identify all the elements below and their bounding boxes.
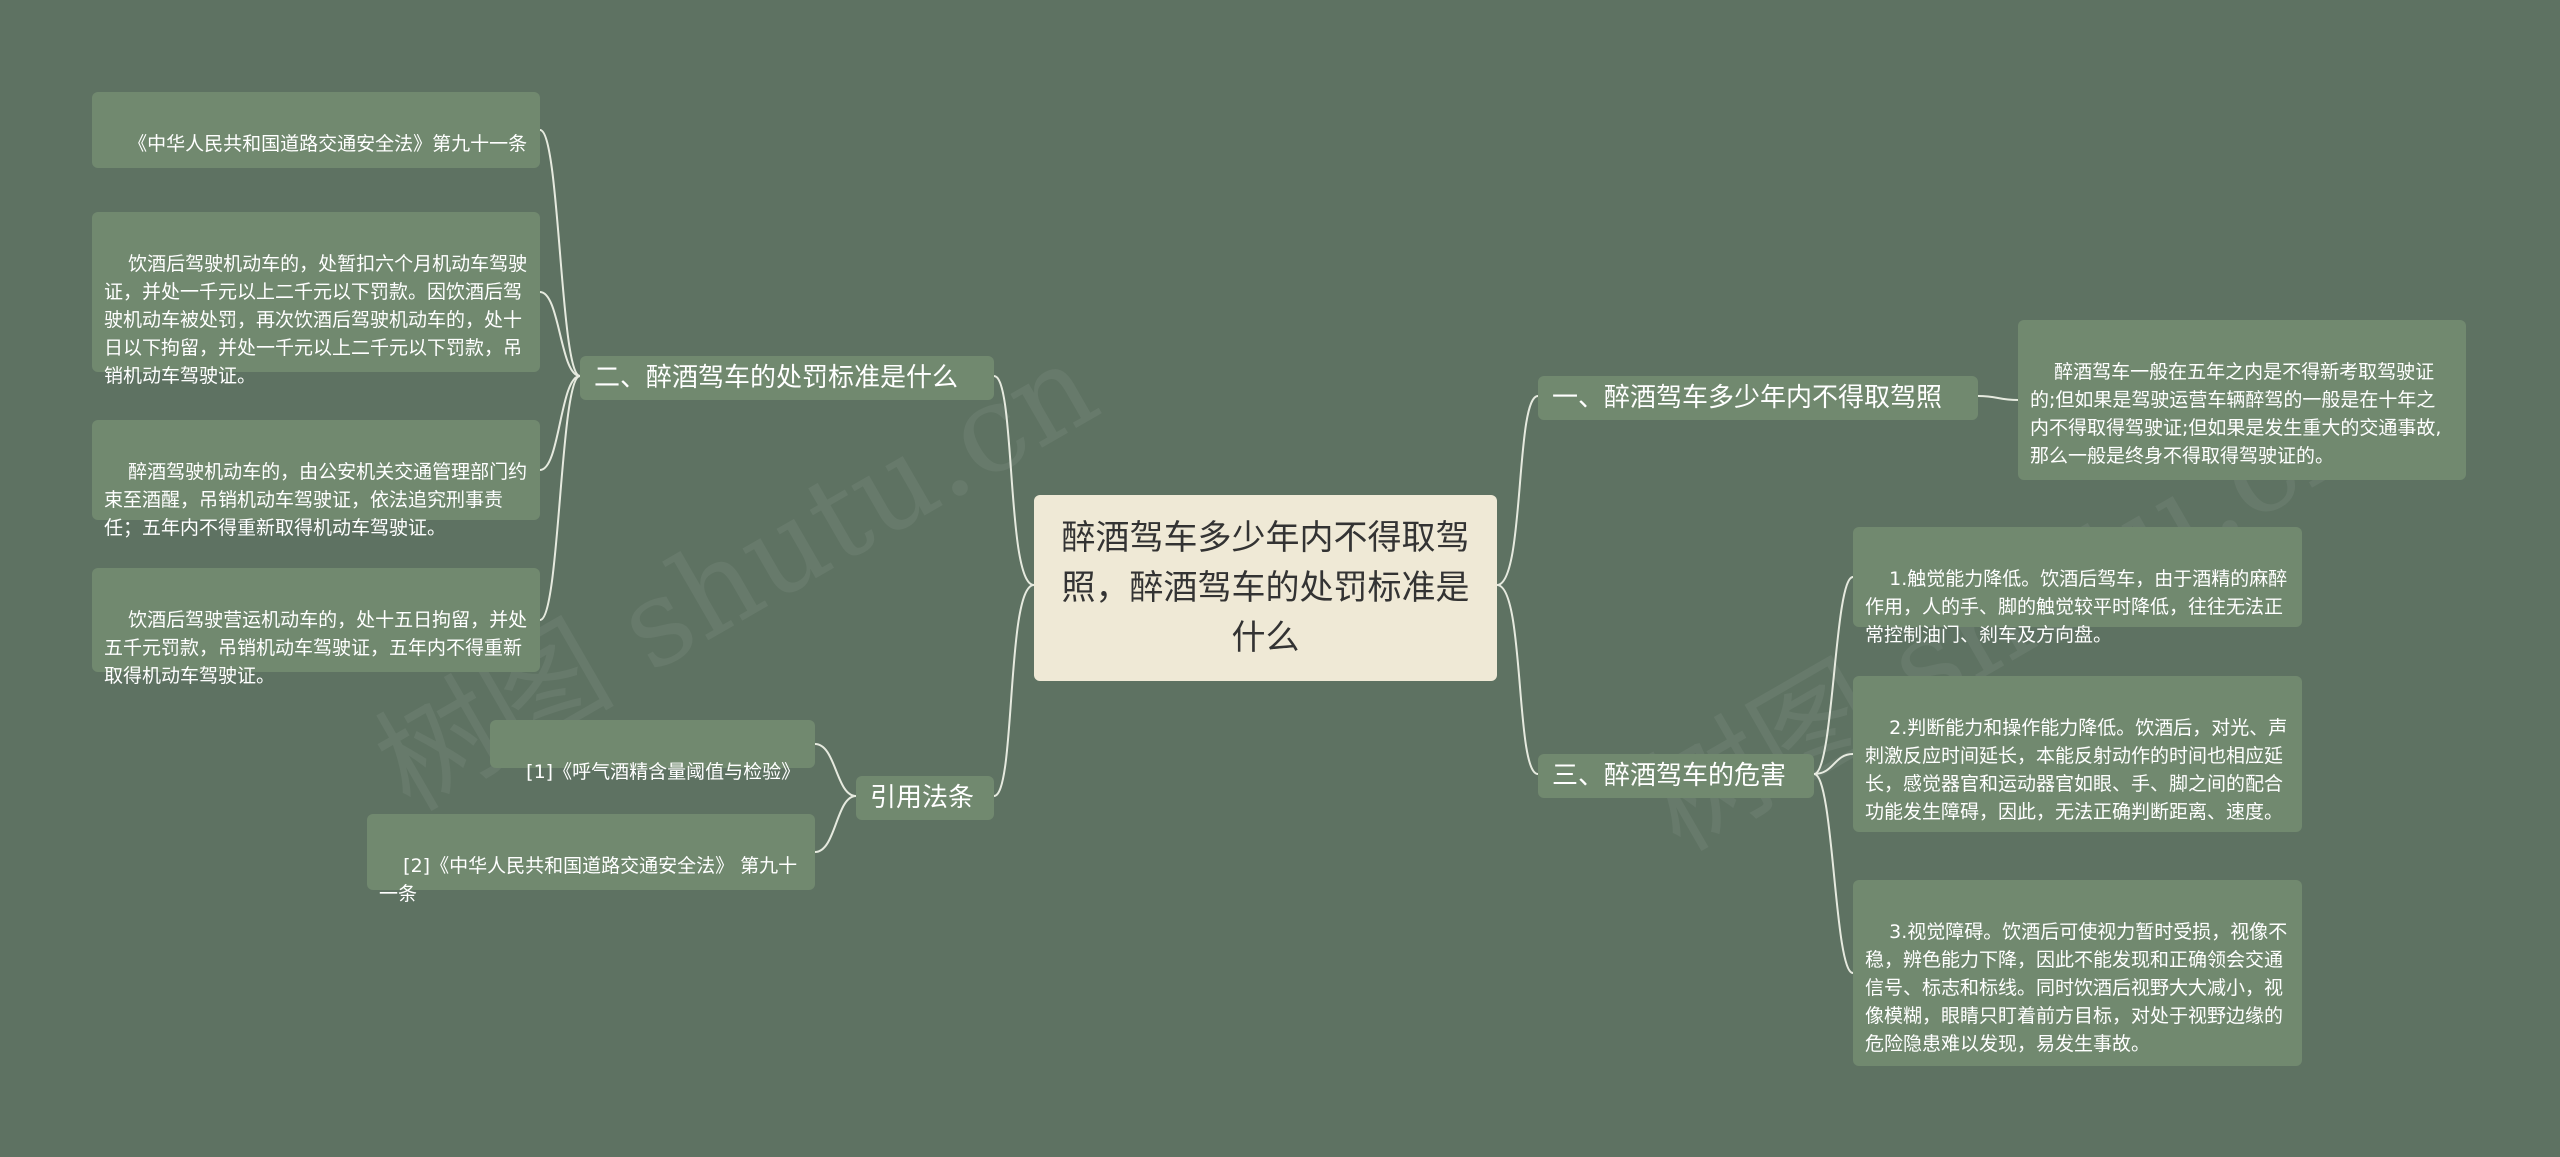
branch-node-license-ban[interactable]: 一、醉酒驾车多少年内不得取驾照 <box>1538 376 1978 420</box>
leaf-text: [1]《呼气酒精含量阈值与检验》 <box>526 761 801 783</box>
leaf-node-law-article[interactable]: 《中华人民共和国道路交通安全法》第九十一条 <box>92 92 540 168</box>
leaf-text: 《中华人民共和国道路交通安全法》第九十一条 <box>128 133 528 155</box>
connector-line <box>993 375 1035 586</box>
connector-line <box>539 129 581 377</box>
connector-line <box>539 375 581 621</box>
connector-line <box>814 743 857 797</box>
branch-label: 一、醉酒驾车多少年内不得取驾照 <box>1552 383 1943 413</box>
branch-node-hazards[interactable]: 三、醉酒驾车的危害 <box>1538 754 1814 798</box>
connector-line <box>1496 395 1539 586</box>
leaf-node-drunk-penalty[interactable]: 醉酒驾驶机动车的，由公安机关交通管理部门约束至酒醒，吊销机动车驾驶证，依法追究刑… <box>92 420 540 539</box>
leaf-node-commercial-penalty[interactable]: 饮酒后驾驶营运机动车的，处十五日拘留，并处五千元罚款，吊销机动车驾驶证，五年内不… <box>92 568 540 687</box>
branch-label: 二、醉酒驾车的处罚标准是什么 <box>594 363 959 393</box>
leaf-node-hazard-judgment[interactable]: 2.判断能力和操作能力降低。饮酒后，对光、声刺激反应时间延长，本能反射动作的时间… <box>1853 676 2302 832</box>
leaf-node-hazard-vision[interactable]: 3.视觉障碍。饮酒后可使视力暂时受损，视像不稳，辨色能力下降，因此不能发现和正确… <box>1853 880 2302 1066</box>
branch-node-citations[interactable]: 引用法条 <box>856 776 994 820</box>
leaf-text: 醉酒驾车一般在五年之内是不得新考取驾驶证的;但如果是驾驶运营车辆醉驾的一般是在十… <box>2030 361 2442 467</box>
leaf-text: 1.触觉能力降低。饮酒后驾车，由于酒精的麻醉作用，人的手、脚的触觉较平时降低，往… <box>1865 568 2288 646</box>
leaf-text: 饮酒后驾驶机动车的，处暂扣六个月机动车驾驶证，并处一千元以上二千元以下罚款。因饮… <box>104 253 528 387</box>
leaf-text: 2.判断能力和操作能力降低。饮酒后，对光、声刺激反应时间延长，本能反射动作的时间… <box>1865 717 2288 823</box>
connector-line <box>1813 773 1854 974</box>
leaf-node-hazard-touch[interactable]: 1.触觉能力降低。饮酒后驾车，由于酒精的麻醉作用，人的手、脚的触觉较平时降低，往… <box>1853 527 2302 646</box>
connector-line <box>1813 753 1854 775</box>
connector-line <box>539 375 581 471</box>
root-topic[interactable]: 醉酒驾车多少年内不得取驾照，醉酒驾车的处罚标准是什么 <box>1034 495 1497 681</box>
leaf-text: 醉酒驾驶机动车的，由公安机关交通管理部门约束至酒醒，吊销机动车驾驶证，依法追究刑… <box>104 461 528 539</box>
branch-label: 三、醉酒驾车的危害 <box>1552 761 1787 791</box>
branch-label: 引用法条 <box>870 783 975 813</box>
leaf-text: 饮酒后驾驶营运机动车的，处十五日拘留，并处五千元罚款，吊销机动车驾驶证，五年内不… <box>104 609 528 687</box>
connector-line <box>1496 584 1539 775</box>
leaf-text: [2]《中华人民共和国道路交通安全法》 第九十一条 <box>379 855 798 905</box>
connector-line <box>539 291 581 377</box>
connector-line <box>1813 576 1854 775</box>
leaf-node-citation-2[interactable]: [2]《中华人民共和国道路交通安全法》 第九十一条 <box>367 814 815 905</box>
leaf-node-citation-1[interactable]: [1]《呼气酒精含量阈值与检验》 <box>490 720 815 783</box>
connector-line <box>993 584 1035 797</box>
leaf-node-drinking-penalty[interactable]: 饮酒后驾驶机动车的，处暂扣六个月机动车驾驶证，并处一千元以上二千元以下罚款。因饮… <box>92 212 540 387</box>
connector-line <box>1977 395 2019 401</box>
branch-node-penalty-standard[interactable]: 二、醉酒驾车的处罚标准是什么 <box>580 356 994 400</box>
leaf-text: 3.视觉障碍。饮酒后可使视力暂时受损，视像不稳，辨色能力下降，因此不能发现和正确… <box>1865 921 2288 1055</box>
connector-line <box>814 795 857 853</box>
leaf-node-license-ban-years[interactable]: 醉酒驾车一般在五年之内是不得新考取驾驶证的;但如果是驾驶运营车辆醉驾的一般是在十… <box>2018 320 2466 480</box>
root-topic-title: 醉酒驾车多少年内不得取驾照，醉酒驾车的处罚标准是什么 <box>1061 518 1470 658</box>
